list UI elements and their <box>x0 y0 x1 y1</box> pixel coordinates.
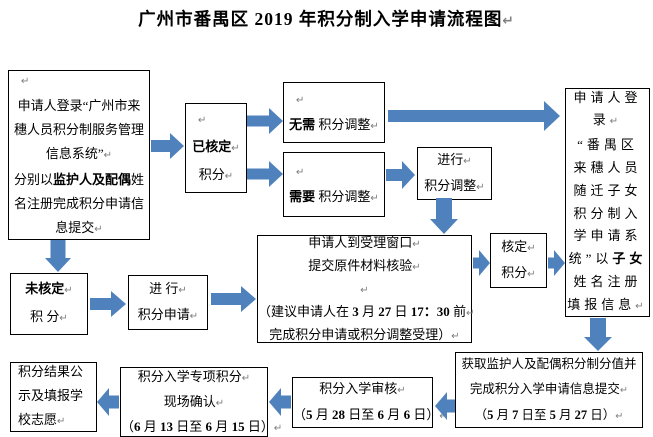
text-line: 息提交↵ <box>55 220 103 235</box>
text-line: 分别以监护人及配偶姓 <box>13 172 145 187</box>
text-line: 无需 积分调整↵ <box>289 116 379 132</box>
arrow-do-adjust-to-window <box>430 198 458 234</box>
text-line: 积分制入 <box>573 205 642 221</box>
text-line: 随迁子女 <box>573 182 642 198</box>
arrow-onsite-to-results <box>97 388 119 416</box>
text-line: 录↵ <box>592 112 623 128</box>
text-line: 穗人员积分制服务管理 <box>13 122 144 137</box>
text-line: 已核定↵ <box>192 139 240 154</box>
arrow-need-adjust-to-do-adjust <box>386 161 415 189</box>
box-obtain-scores-submit-application: 获取监护人及配偶积分制分值并完成积分入学申请信息提交↵ （5 月 7 日至 5 月… <box>455 352 643 428</box>
text-line: （建议申请人在 3 月 27 日 17：30 前↵ <box>258 303 475 319</box>
text-line: ↵ <box>198 115 207 126</box>
text-line: “番禺区 <box>577 137 638 153</box>
text-line: 现场确认↵ <box>163 393 225 409</box>
box-points-already-verified: ↵ 已核定↵ 积分↵ <box>185 103 247 193</box>
text-line: 信息系统”↵ <box>45 146 113 161</box>
text-line: 完成积分申请或积分调整受理）↵ <box>269 326 460 342</box>
box-perform-points-adjustment: 进行↵ 积分调整↵ <box>417 147 492 200</box>
text-line: ↵ <box>296 166 305 178</box>
box-applicant-login-panyu-system: 申请人登录↵ “番禺区来穗人员随迁子女积分制入学申请系统”以子女姓名注册填报信息↵ <box>565 88 650 317</box>
text-line: 积 分↵ <box>30 309 68 324</box>
text-line: 申请人登录“广州市来 <box>17 98 141 113</box>
text-line: 积分↵ <box>501 264 536 280</box>
text-line: 姓名注册 <box>573 273 642 289</box>
arrow-do-apply-to-window <box>211 286 256 312</box>
arrow-no-adjust-to-panyu-login <box>388 101 560 131</box>
box-applicant-login-city-system: ↵ 申请人登录“广州市来穗人员积分制服务管理信息系统”↵ 分别以监护人及配偶姓名注册… <box>8 70 150 240</box>
page-title: 广州市番禺区 2019 年积分制入学申请流程图↵ <box>138 9 515 29</box>
text-line: 积分申请↵ <box>137 306 199 322</box>
text-line: 名注册完成积分申请信 <box>13 196 144 211</box>
text-line: ↵ <box>21 76 30 87</box>
box-points-not-verified: 未核定↵ 积 分↵ <box>10 273 88 335</box>
text-line: 来穗人员 <box>573 159 642 175</box>
box-adjustment-needed: ↵ 需要 积分调整↵ <box>283 152 385 217</box>
text-line: 申请人到受理窗口↵ <box>308 234 421 250</box>
box-enrollment-review: 积分入学审核↵ （5 月 28 日至 6 月 6 日）↵ <box>292 377 448 428</box>
text-line: 积分入学专项积分↵ <box>137 368 251 384</box>
text-line: 核定↵ <box>501 238 536 254</box>
box-no-adjustment-needed: ↵ 无需 积分调整↵ <box>283 82 385 143</box>
text-line: （6 月 13 日至 6 月 15 日）↵ <box>121 418 283 434</box>
box-perform-points-application: 进 行↵ 积分申请↵ <box>128 275 208 330</box>
arrow-window-to-verify <box>473 250 490 276</box>
text-line: 积分结果公 <box>18 364 84 379</box>
arrow-unverified-to-do-apply <box>90 291 126 317</box>
text-line: 进 行↵ <box>149 280 187 296</box>
text-line: 填报信息↵ <box>567 296 648 312</box>
text-line: 学申请系 <box>573 228 642 244</box>
arrow-obtain-to-review <box>435 392 455 420</box>
text-line: 提交原件材料核验↵ <box>308 257 421 273</box>
box-results-publication-school-choice: 积分结果公示及填报学校志愿↵ <box>10 362 97 432</box>
arrow-login-to-unverified <box>45 240 71 272</box>
text-line: 需要 积分调整↵ <box>289 188 379 204</box>
arrow-panyu-login-to-obtain <box>584 318 612 351</box>
text-line: 申请人登 <box>573 89 642 105</box>
box-verify-points: 核定↵ 积分↵ <box>490 233 547 288</box>
text-line: 积分↵ <box>198 167 234 182</box>
text-line: ↵ <box>360 284 369 296</box>
arrow-verify-to-panyu-login <box>548 250 565 276</box>
box-onsite-confirmation: 积分入学专项积分↵ 现场确认↵ （6 月 13 日至 6 月 15 日）↵ <box>120 367 283 437</box>
text-line: 统”以子女 <box>568 251 647 267</box>
text-line: 获取监护人及配偶积分制分值并 <box>461 356 637 371</box>
text-line: 积分入学审核↵ <box>319 380 406 396</box>
text-line: 未核定↵ <box>25 281 73 296</box>
box-submit-original-materials-window: 申请人到受理窗口↵ 提交原件材料核验↵ ↵ （建议申请人在 3 月 27 日 17：3… <box>257 234 475 343</box>
text-line: （5 月 7 日至 5 月 27 日）↵ <box>474 407 624 422</box>
text-line: ↵ <box>296 94 305 106</box>
text-line: （5 月 28 日至 6 月 6 日）↵ <box>293 406 448 422</box>
text-line: 示及填报学 <box>18 388 84 403</box>
text-line: 积分调整↵ <box>424 177 485 193</box>
text-line: 校志愿↵ <box>18 412 66 427</box>
arrow-login-to-verified <box>151 133 184 159</box>
text-line: 进行↵ <box>437 151 472 167</box>
arrow-verified-to-no-adjust <box>247 108 283 134</box>
arrow-verified-to-need-adjust <box>247 161 283 187</box>
arrow-review-to-onsite <box>269 388 291 416</box>
text-line: 完成积分入学申请信息提交↵ <box>469 381 629 396</box>
